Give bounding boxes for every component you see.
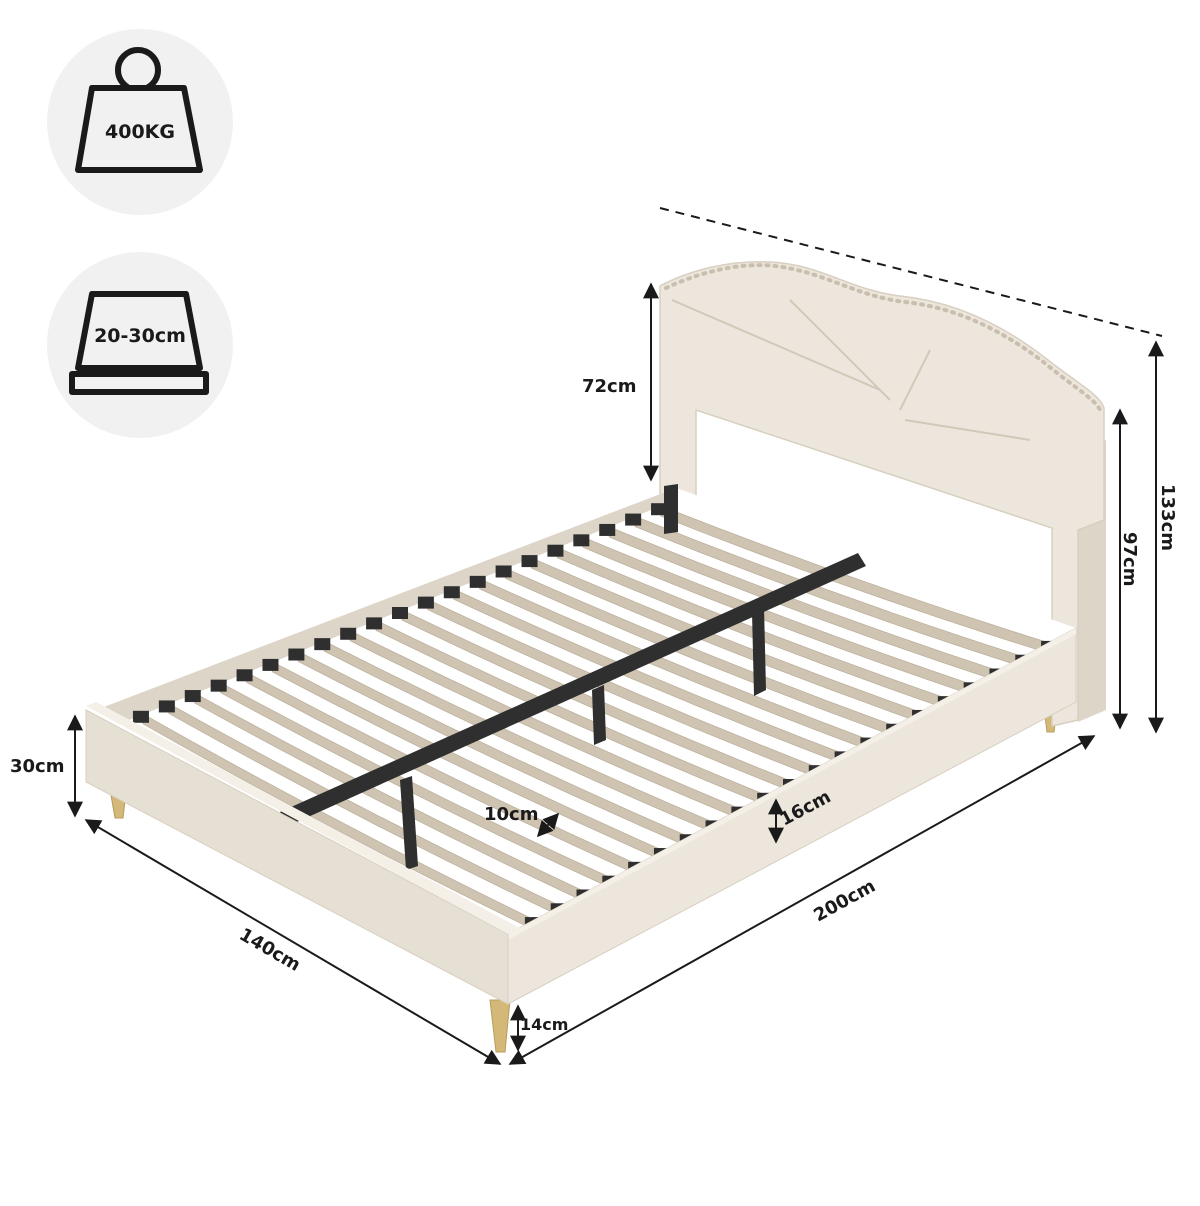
slat-holder [236,669,253,682]
dimension-lines [67,207,1164,1065]
slat-holder [262,658,279,671]
slat-holder [184,690,201,703]
slat-holder [521,555,538,568]
slat-holder [495,565,512,578]
slat-holder [547,544,564,557]
headboard [659,260,1106,727]
mattress-thickness-badge: 20-30cm [47,252,233,438]
width-line [84,819,502,1065]
slat-holder [132,710,149,723]
slat-holder [392,607,408,619]
slat-holder [599,523,616,536]
total-height-label: 133cm [1157,484,1178,551]
slat-holder [651,503,668,516]
slat-gap-label: 10cm [484,804,538,825]
headboard-height-label: 72cm [582,376,636,397]
slat-holder [158,700,175,713]
weight-icon [75,47,203,173]
center-support [280,484,866,870]
slat-holder [314,638,331,651]
weight-label: 400KG [105,121,175,143]
slat-holder [288,648,305,661]
leg-height-label: 14cm [520,1015,568,1034]
weight-capacity-badge: 400KG [47,29,233,215]
slat-holder [625,513,642,526]
length-label: 200cm [810,876,879,927]
width-label: 140cm [236,924,305,976]
slat-holder [366,617,383,630]
slat-holder [417,596,434,609]
mattress-icon [69,291,209,395]
headboard-slope-line [659,207,1163,337]
length-line [508,735,1096,1065]
slat-holder [469,575,486,588]
side-height-label: 97cm [1119,532,1140,586]
slat-holder [573,534,590,547]
mattress-label: 20-30cm [94,325,186,347]
slat-holder [340,627,357,640]
frame-height-label: 30cm [10,756,64,777]
slat-holder [443,586,460,599]
slat-holder [210,679,227,692]
